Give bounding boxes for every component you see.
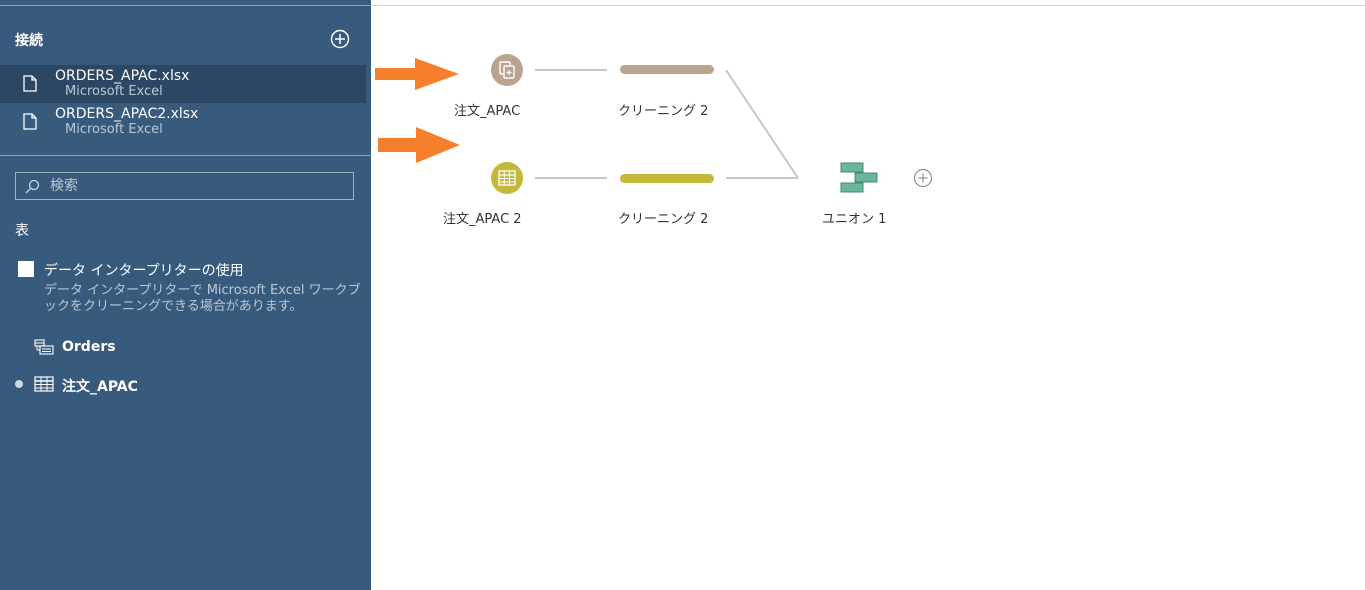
- input-node-chumon-apac-2[interactable]: [491, 162, 523, 194]
- table-icon: [34, 376, 54, 392]
- connection-type: Microsoft Excel: [65, 122, 163, 137]
- data-interpreter-checkbox[interactable]: [18, 261, 34, 277]
- divider: [0, 155, 371, 156]
- connection-item-orders-apac2[interactable]: ORDERS_APAC2.xlsx Microsoft Excel: [0, 103, 366, 141]
- connections-title: 接続: [15, 33, 43, 49]
- table-name: Orders: [62, 339, 116, 355]
- annotation-arrow: [378, 127, 460, 163]
- search-box[interactable]: [15, 172, 354, 200]
- table-icon: [498, 170, 516, 186]
- input-node-chumon-apac[interactable]: [491, 54, 523, 86]
- tables-title: 表: [15, 223, 29, 239]
- node-label: 注文_APAC 2: [443, 212, 522, 227]
- data-interpreter-description: データ インタープリターで Microsoft Excel ワークブックをクリー…: [44, 283, 361, 314]
- connection-type: Microsoft Excel: [65, 84, 163, 99]
- table-item-orders[interactable]: Orders: [0, 335, 371, 361]
- data-interpreter-label: データ インタープリターの使用: [44, 263, 244, 279]
- node-label: クリーニング 2: [618, 212, 709, 227]
- node-label: 注文_APAC: [454, 104, 521, 119]
- file-icon: [23, 75, 37, 92]
- flow-connectors: [535, 69, 799, 179]
- union-input-icon: [499, 61, 515, 79]
- canvas-top-border: [371, 5, 1365, 6]
- flow-link: [725, 69, 799, 179]
- add-connection-icon[interactable]: [330, 29, 350, 49]
- table-name: 注文_APAC: [62, 379, 138, 395]
- connection-name: ORDERS_APAC.xlsx: [55, 68, 190, 84]
- named-range-icon: [34, 339, 54, 355]
- union-node-icon[interactable]: [840, 162, 880, 194]
- search-input[interactable]: [50, 176, 340, 196]
- clean-step-1[interactable]: [620, 65, 714, 74]
- search-icon: [25, 179, 40, 194]
- divider: [0, 5, 371, 6]
- in-use-indicator: [15, 380, 23, 388]
- node-label: クリーニング 2: [618, 104, 709, 119]
- sidebar: 接続 ORDERS_APAC.xlsx Microsoft Excel ORDE…: [0, 0, 371, 590]
- file-icon: [23, 113, 37, 130]
- clean-step-2[interactable]: [620, 174, 714, 183]
- connection-item-orders-apac[interactable]: ORDERS_APAC.xlsx Microsoft Excel: [0, 65, 366, 103]
- connection-name: ORDERS_APAC2.xlsx: [55, 106, 199, 122]
- add-step-icon[interactable]: [913, 168, 933, 188]
- table-item-chumon-apac[interactable]: 注文_APAC: [0, 372, 371, 398]
- node-label: ユニオン 1: [822, 212, 887, 227]
- annotation-arrow: [375, 58, 459, 90]
